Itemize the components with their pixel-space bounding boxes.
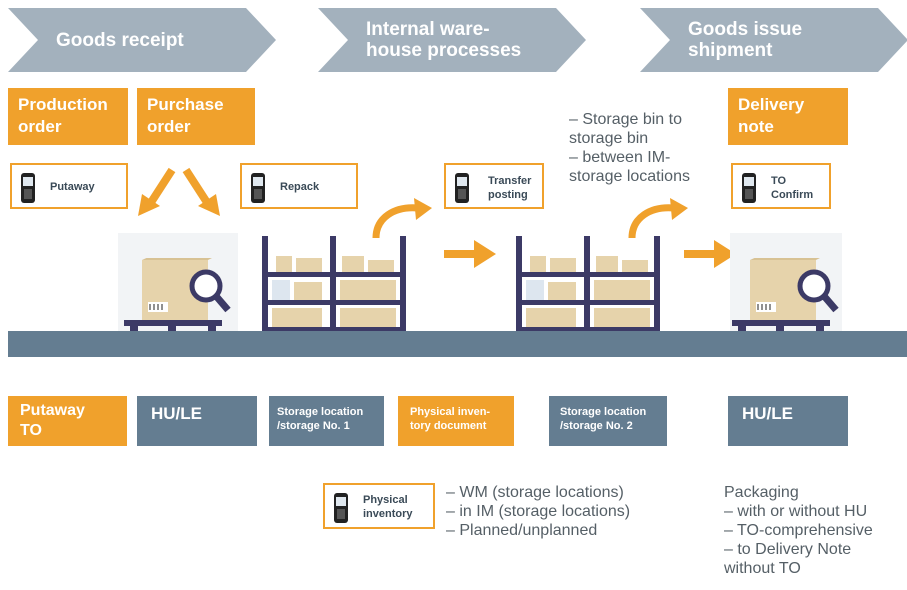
terminal-label: Physical inventory	[363, 494, 413, 520]
terminal-label: TO Confirm	[771, 175, 814, 201]
arrow-down-right-icon	[182, 167, 220, 216]
storage-location-2-box: Storage location /storage No. 2	[549, 396, 667, 446]
putaway-terminal-card: Putaway	[10, 163, 128, 209]
handheld-scanner-icon	[742, 173, 756, 203]
physical-inventory-document-box: Physical inven- tory document	[398, 396, 514, 446]
arrow-down-left-icon	[138, 167, 176, 216]
hu-le-box-left: HU/LE	[137, 396, 257, 446]
phase-label: Goods receipt	[56, 29, 184, 51]
delivery-note-box: Delivery note	[728, 88, 848, 145]
repack-terminal-card: Repack	[240, 163, 358, 209]
phase-goods-receipt: Goods receipt	[8, 8, 276, 72]
phase-label: Internal ware- house processes	[366, 19, 522, 61]
transfer-posting-terminal-card: Transfer posting	[444, 163, 544, 209]
handheld-scanner-icon	[334, 493, 348, 523]
arrow-right-icon	[684, 240, 736, 268]
storage-location-1-box: Storage location /storage No. 1	[269, 396, 384, 446]
warehouse-shelf-icon	[516, 236, 660, 332]
physical-inventory-terminal-card: Physical inventory	[323, 483, 435, 529]
handheld-scanner-icon	[21, 173, 35, 203]
curved-arrow-icon	[372, 198, 432, 239]
production-order-box: Production order	[8, 88, 128, 145]
ground-bar	[8, 331, 907, 357]
arrow-right-icon	[444, 240, 496, 268]
package-magnifier-icon	[732, 258, 839, 332]
transfer-posting-note: – Storage bin to storage bin – between I…	[569, 111, 690, 185]
package-magnifier-icon	[124, 258, 231, 332]
purchase-order-box: Purchase order	[137, 88, 255, 145]
putaway-to-box: Putaway TO	[8, 396, 127, 446]
warehouse-shelf-icon	[262, 236, 406, 332]
curved-arrow-icon	[628, 198, 688, 239]
phase-goods-issue: Goods issue shipment	[640, 8, 907, 72]
handheld-scanner-icon	[455, 173, 469, 203]
to-confirm-terminal-card: TO Confirm	[731, 163, 831, 209]
hu-le-box-right: HU/LE	[728, 396, 848, 446]
phase-internal-processes: Internal ware- house processes	[318, 8, 586, 72]
terminal-label: Transfer posting	[488, 175, 532, 201]
handheld-scanner-icon	[251, 173, 265, 203]
packaging-note: Packaging – with or without HU – TO-comp…	[724, 484, 873, 577]
terminal-label: Putaway	[50, 181, 95, 193]
inventory-note: – WM (storage locations) – in IM (storag…	[446, 484, 631, 539]
phase-label: Goods issue shipment	[688, 19, 803, 61]
terminal-label: Repack	[280, 181, 320, 193]
